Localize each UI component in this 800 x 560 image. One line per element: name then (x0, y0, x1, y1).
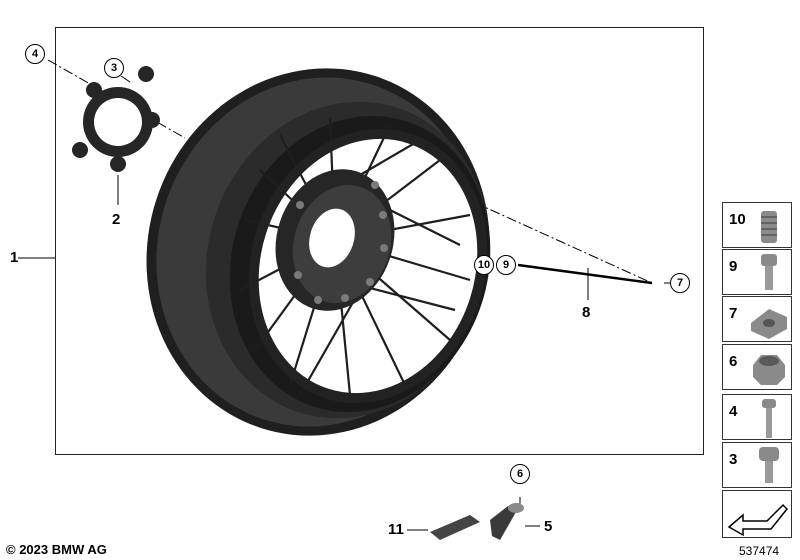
side-part-9[interactable]: 9 (722, 249, 792, 295)
side-part-6[interactable]: 6 (722, 344, 792, 390)
copyright-text: © 2023 BMW AG (6, 542, 107, 557)
leader-lines (18, 75, 672, 531)
hub-bolts (294, 181, 388, 304)
callout-10[interactable]: 10 (474, 255, 494, 275)
side-part-label: 7 (729, 305, 738, 322)
bolt-icon (761, 254, 777, 290)
callout-4[interactable]: 4 (25, 44, 45, 64)
clip-nut-icon (751, 309, 787, 339)
spacer-ring (72, 66, 160, 172)
callout-9[interactable]: 9 (496, 255, 516, 275)
callout-5[interactable]: 5 (544, 518, 553, 535)
arrow-symbol-icon (727, 503, 789, 537)
side-symbol-cell (722, 490, 792, 538)
callout-3[interactable]: 3 (104, 58, 124, 78)
callout-2[interactable]: 2 (112, 211, 121, 228)
document-number: 537474 (739, 544, 780, 558)
side-part-label: 6 (729, 353, 738, 370)
callout-11[interactable]: 11 (388, 521, 404, 538)
side-part-10[interactable]: 10 (722, 202, 792, 248)
callout-8[interactable]: 8 (582, 304, 591, 321)
cap-screw-icon (759, 447, 779, 483)
callout-6[interactable]: 6 (510, 464, 530, 484)
callout-1[interactable]: 1 (10, 249, 19, 266)
callout-7[interactable]: 7 (670, 273, 690, 293)
setscrew-icon (761, 211, 777, 243)
part-5-nipple (490, 506, 516, 540)
main-diagram-frame (55, 27, 704, 455)
hub-center (309, 208, 355, 268)
rim-inner-ring (248, 128, 488, 404)
side-part-3[interactable]: 3 (722, 442, 792, 488)
spoke-part (517, 263, 653, 285)
part-5-washer (508, 503, 524, 513)
side-part-label: 9 (729, 258, 738, 275)
side-part-label: 4 (729, 403, 738, 420)
screw-icon (762, 399, 776, 438)
side-part-label: 3 (729, 451, 738, 468)
part-11-strip (430, 515, 480, 540)
side-part-4[interactable]: 4 (722, 394, 792, 440)
nut-icon (753, 355, 785, 385)
side-part-7[interactable]: 7 (722, 296, 792, 342)
side-part-label: 10 (729, 211, 746, 228)
